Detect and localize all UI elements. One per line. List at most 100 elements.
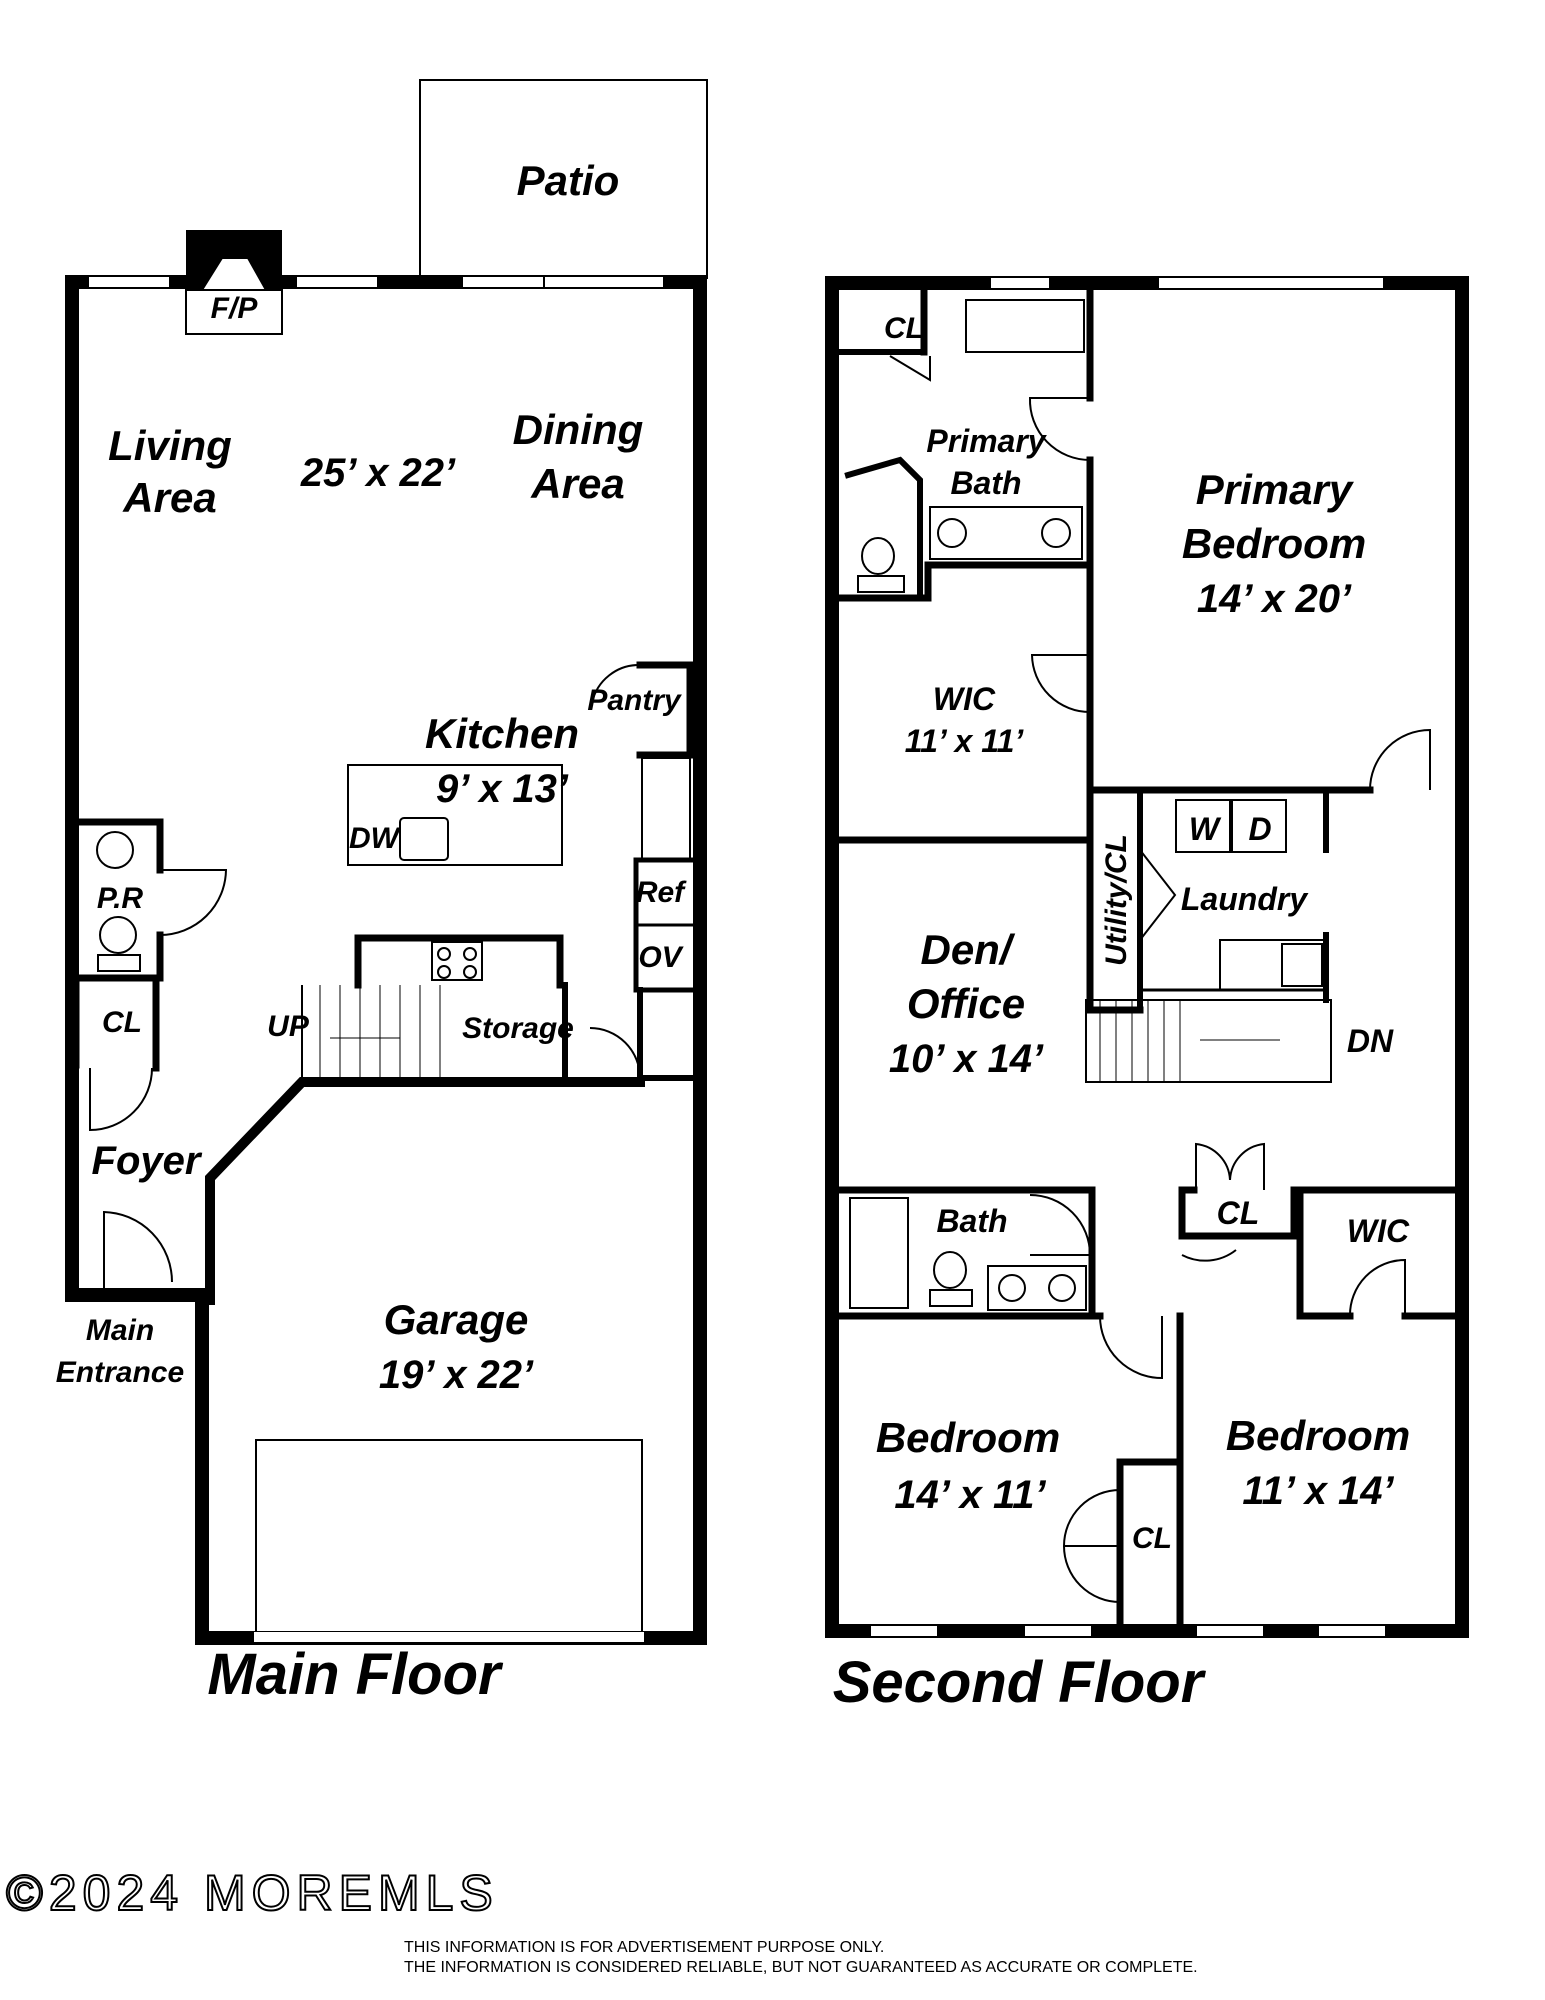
primary-closet-door bbox=[889, 355, 931, 382]
pantry-label: Pantry bbox=[587, 684, 682, 717]
garage-angled-wall bbox=[205, 1077, 645, 1305]
living-dims-label: 25’ x 22’ bbox=[300, 451, 456, 495]
primary-bath-door bbox=[1028, 397, 1091, 461]
window bbox=[1023, 1624, 1093, 1638]
second-floor-exterior-wall bbox=[825, 276, 1469, 1638]
burner bbox=[437, 947, 451, 961]
bedroom-right-dims-label: 11’ x 14’ bbox=[1242, 1469, 1394, 1513]
bedroom-left-label: Bedroom bbox=[876, 1414, 1060, 1461]
window bbox=[869, 1624, 939, 1638]
powder-room-wall bbox=[72, 931, 164, 982]
bedroom-wic-door bbox=[1348, 1258, 1406, 1317]
foyer-closet-door bbox=[89, 1067, 153, 1132]
hall-closet-label: CL bbox=[1217, 1195, 1260, 1231]
living-area-label: Area bbox=[122, 474, 216, 521]
primary-closet-label: CL bbox=[884, 312, 924, 345]
primary-bedroom-label: Bedroom bbox=[1182, 520, 1366, 567]
kitchen-label: Kitchen bbox=[425, 710, 579, 757]
bedroom-closet-wall bbox=[1116, 1458, 1184, 1635]
washer bbox=[1175, 799, 1231, 853]
main-entrance-label: Entrance bbox=[56, 1356, 184, 1389]
foyer-label: Foyer bbox=[92, 1139, 203, 1183]
closet-label: CL bbox=[102, 1006, 142, 1039]
second-floor-plan bbox=[825, 276, 1469, 1638]
bath-vanity bbox=[987, 1265, 1087, 1311]
second-floor-title: Second Floor bbox=[833, 1650, 1207, 1715]
powder-room-wall bbox=[72, 818, 164, 874]
hall-closet-door bbox=[1195, 1142, 1231, 1190]
bedroom-left-door bbox=[1099, 1315, 1163, 1380]
ov-label: OV bbox=[638, 941, 684, 974]
primary-bedroom-door bbox=[1369, 728, 1431, 791]
patio-label: Patio bbox=[517, 157, 620, 204]
disclaimer-line-2: THE INFORMATION IS CONSIDERED RELIABLE, … bbox=[404, 1959, 1198, 1976]
primary-bath-label: Primary bbox=[926, 423, 1047, 459]
bedroom-left-dims-label: 14’ x 11’ bbox=[894, 1473, 1046, 1517]
primary-bedroom-label: Primary bbox=[1196, 466, 1355, 513]
primary-bedroom-dims-label: 14’ x 20’ bbox=[1197, 577, 1352, 621]
primary-bath-sink bbox=[1041, 518, 1071, 548]
storage-label: Storage bbox=[462, 1012, 574, 1045]
hall-door bbox=[1181, 1249, 1237, 1262]
laundry-counter bbox=[1219, 939, 1327, 991]
watermark: ©2024 MOREMLS bbox=[6, 1865, 499, 1921]
living-area-label: Living bbox=[108, 422, 232, 469]
powder-room-sink bbox=[96, 831, 134, 869]
cooktop-counter-wall bbox=[354, 934, 564, 989]
utility-cl-label: Utility/CL bbox=[1100, 834, 1133, 966]
wic-bedroom-label: WIC bbox=[1347, 1213, 1410, 1249]
kitchen-island bbox=[347, 764, 563, 866]
stairs-down-outline bbox=[1085, 999, 1332, 1083]
dining-area-label: Dining bbox=[513, 406, 644, 453]
window bbox=[1317, 1624, 1387, 1638]
hall-closet-door bbox=[1229, 1142, 1265, 1190]
burner bbox=[463, 965, 477, 979]
sliding-door bbox=[543, 275, 665, 289]
dryer-label: D bbox=[1248, 811, 1271, 847]
utility-door bbox=[1139, 849, 1177, 941]
powder-room-toilet bbox=[99, 916, 137, 954]
primary-shower bbox=[965, 299, 1085, 353]
disclaimer-line-1: THIS INFORMATION IS FOR ADVERTISEMENT PU… bbox=[404, 1939, 884, 1956]
dn-label: DN bbox=[1347, 1023, 1394, 1059]
den-label: Den/ bbox=[920, 926, 1015, 973]
storage-door bbox=[589, 1027, 641, 1079]
garage-label: Garage bbox=[384, 1296, 529, 1343]
powder-room-label: P.R bbox=[97, 882, 143, 915]
den-label: Office bbox=[907, 980, 1025, 1027]
kitchen-sink bbox=[399, 817, 449, 861]
window bbox=[461, 275, 545, 289]
washer-label: W bbox=[1189, 811, 1222, 847]
window bbox=[87, 275, 171, 289]
window bbox=[1195, 1624, 1265, 1638]
kitchen-dims-label: 9’ x 13’ bbox=[436, 767, 569, 811]
dryer bbox=[1231, 799, 1287, 853]
window bbox=[295, 275, 379, 289]
primary-bath-sink bbox=[937, 518, 967, 548]
wic-door bbox=[1030, 654, 1091, 713]
bath-door bbox=[1029, 1194, 1092, 1256]
main-entrance-label: Main bbox=[86, 1314, 154, 1347]
bedroom-right-label: Bedroom bbox=[1226, 1412, 1410, 1459]
counter-right bbox=[641, 757, 691, 861]
main-floor-plan bbox=[65, 79, 708, 1645]
main-entrance-door bbox=[103, 1210, 173, 1290]
bath-sink bbox=[1048, 1274, 1076, 1302]
fireplace-label: F/P bbox=[211, 292, 259, 325]
primary-bath-wc-wall bbox=[844, 456, 923, 598]
dw-label: DW bbox=[349, 822, 402, 855]
hall-closet-wall bbox=[1178, 1186, 1298, 1240]
up-label: UP bbox=[267, 1010, 310, 1043]
window bbox=[1157, 276, 1385, 290]
bath-shower bbox=[849, 1197, 909, 1309]
main-floor-title: Main Floor bbox=[207, 1642, 504, 1707]
primary-bath-toilet-tank bbox=[857, 575, 905, 593]
wic-primary-label: WIC bbox=[933, 681, 996, 717]
primary-bath-toilet bbox=[861, 537, 895, 575]
dining-area-label: Area bbox=[530, 460, 624, 507]
bedroom-closet-label: CL bbox=[1132, 1522, 1172, 1555]
powder-room-door bbox=[159, 869, 228, 936]
ref-label: Ref bbox=[636, 876, 687, 909]
bedroom-closet-door bbox=[1063, 1545, 1121, 1603]
